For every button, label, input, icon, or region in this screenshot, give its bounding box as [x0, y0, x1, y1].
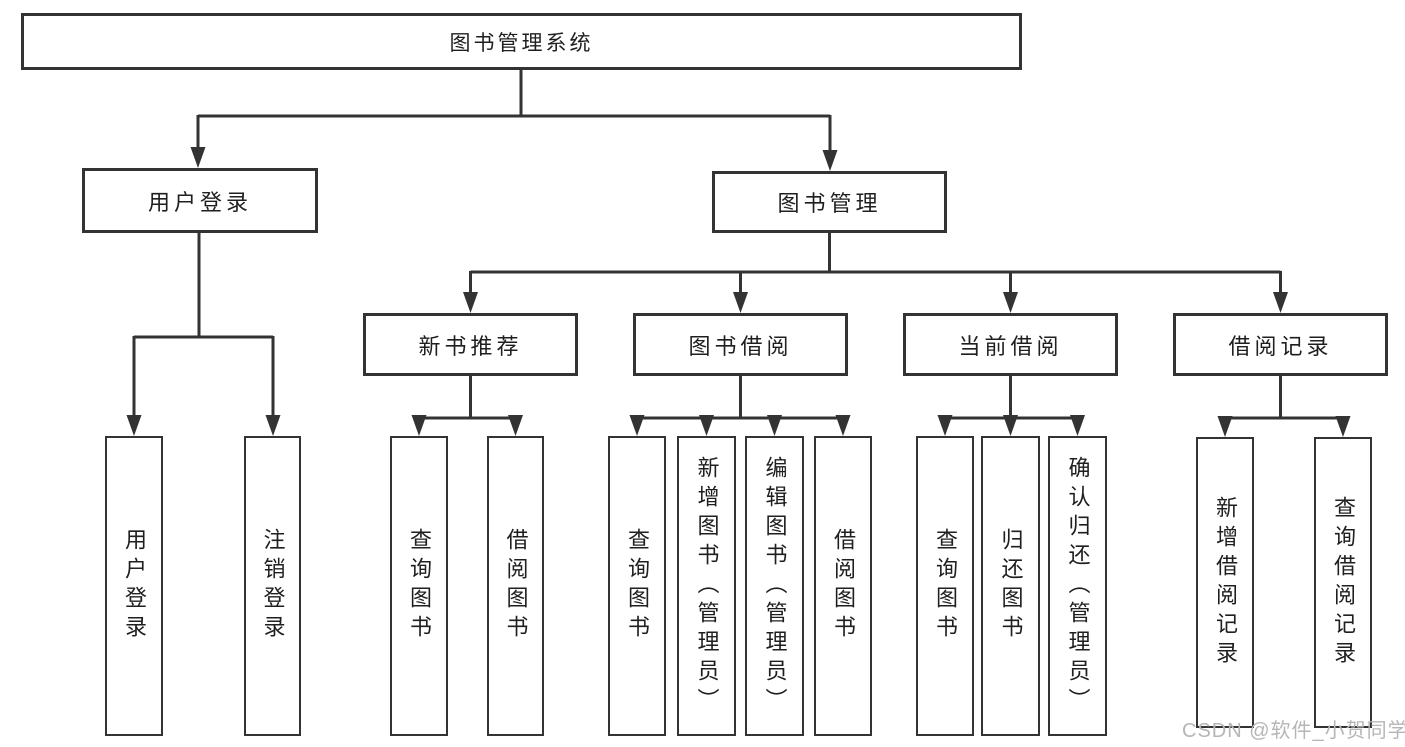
node-user-login: 用户登录	[82, 168, 318, 233]
leaf-query-books-recommend: 查询图书	[390, 436, 448, 736]
leaf-borrow-books-recommend: 借阅图书	[487, 436, 544, 736]
leaf-confirm-return-admin: 确认归还（管理员）	[1048, 436, 1107, 736]
leaf-edit-book-admin: 编辑图书（管理员）	[745, 436, 804, 736]
leaf-return-book: 归还图书	[981, 436, 1040, 736]
watermark: CSDN @软件_小贺同学	[1182, 720, 1405, 742]
node-new-book-recommend: 新书推荐	[363, 313, 578, 376]
leaf-query-borrow-record: 查询借阅记录	[1314, 437, 1372, 728]
leaf-add-borrow-record: 新增借阅记录	[1196, 437, 1254, 728]
node-book-borrow: 图书借阅	[633, 313, 848, 376]
leaf-logout: 注销登录	[244, 436, 301, 736]
node-borrow-records: 借阅记录	[1173, 313, 1388, 376]
node-root: 图书管理系统	[21, 13, 1022, 70]
leaf-user-login: 用户登录	[105, 436, 163, 736]
leaf-borrow-books: 借阅图书	[814, 436, 872, 736]
node-book-management: 图书管理	[712, 171, 947, 233]
leaf-query-books-borrow: 查询图书	[608, 436, 666, 736]
leaf-query-books-current: 查询图书	[916, 436, 974, 736]
node-current-borrow: 当前借阅	[903, 313, 1118, 376]
leaf-add-book-admin: 新增图书（管理员）	[677, 436, 736, 736]
